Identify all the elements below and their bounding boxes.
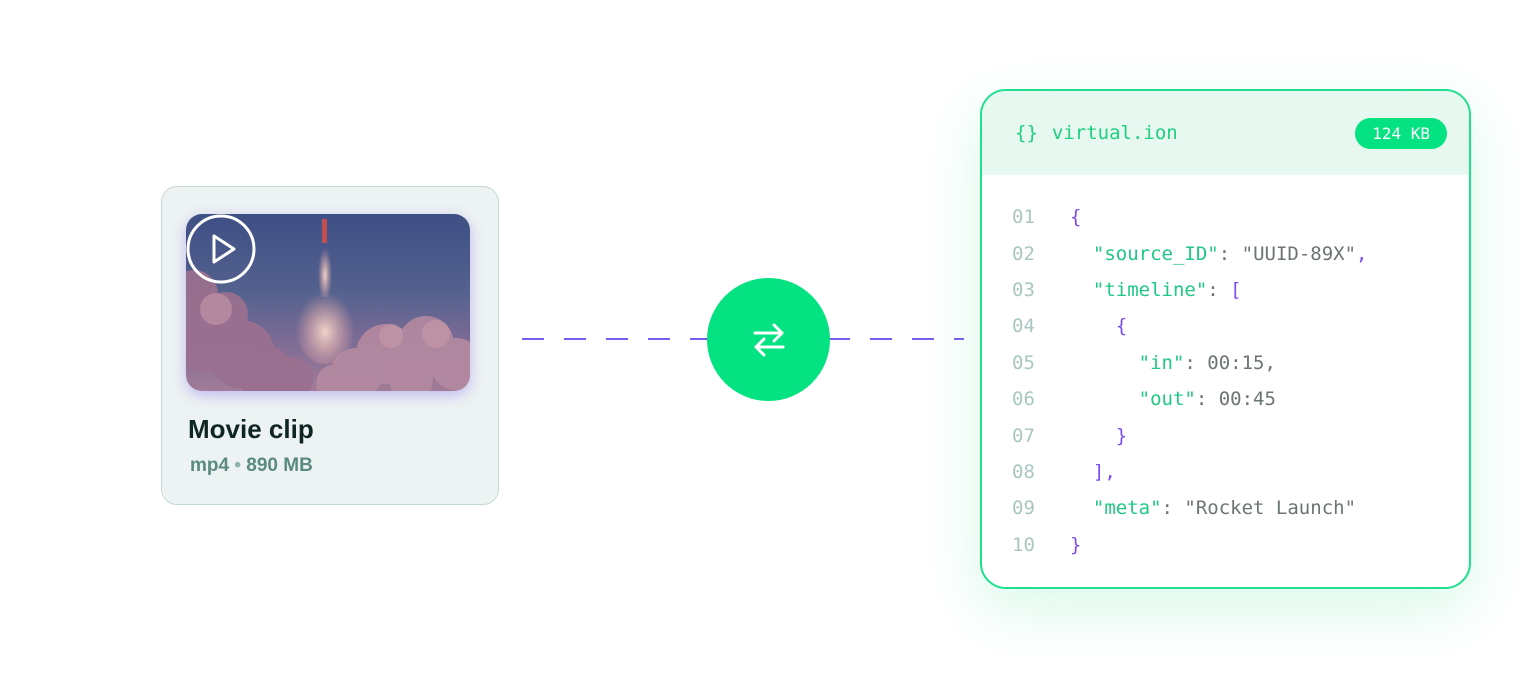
code-line: 03 "timeline": [ (982, 272, 1469, 308)
rocket-launch-image (186, 219, 470, 391)
line-number: 06 (1012, 388, 1035, 411)
json-punctuation: , (1104, 460, 1116, 483)
json-value: 00:45 (1218, 388, 1276, 411)
json-value: , (1264, 351, 1276, 374)
line-number: 02 (1012, 242, 1035, 265)
json-key: "timeline" (1092, 278, 1208, 301)
indent (1070, 461, 1093, 483)
line-number: 01 (1012, 206, 1035, 229)
media-title: Movie clip (188, 414, 314, 444)
indent (1070, 279, 1093, 301)
json-value: 00:15 (1207, 351, 1265, 374)
meta-separator: • (234, 455, 242, 476)
indent (1070, 352, 1139, 374)
code-braces-icon: {} (1015, 122, 1038, 144)
json-value: : (1195, 388, 1219, 411)
code-view: 01{02 "source_ID": "UUID-89X",03 "timeli… (982, 175, 1469, 563)
code-line: 01 { (982, 199, 1469, 235)
line-number: 08 (1012, 460, 1035, 483)
media-size: 890 MB (246, 455, 313, 476)
json-punctuation: { (1070, 206, 1082, 229)
code-line: 08 ], (982, 454, 1469, 490)
media-card[interactable]: Movie clip mp4 • 890 MB (161, 186, 499, 505)
line-number: 07 (1012, 424, 1035, 447)
file-size-badge: 124 KB (1355, 117, 1447, 149)
code-line: 06 "out": 00:45 (982, 381, 1469, 417)
code-line: 04 { (982, 308, 1469, 344)
media-meta: mp4 • 890 MB (190, 455, 313, 477)
line-number: 04 (1012, 315, 1035, 338)
dashed-connector-right (828, 338, 964, 340)
indent (1070, 388, 1139, 410)
swap-arrows-icon (753, 323, 784, 356)
media-format: mp4 (190, 455, 230, 476)
json-punctuation: [ (1230, 278, 1242, 301)
video-thumbnail[interactable] (186, 214, 470, 391)
json-punctuation: ] (1092, 460, 1105, 483)
json-value: : (1207, 278, 1231, 301)
convert-button[interactable] (707, 278, 830, 401)
indent (1070, 425, 1116, 447)
code-line: 10} (982, 527, 1469, 563)
json-key: "in" (1138, 351, 1185, 374)
json-punctuation: , (1356, 242, 1368, 265)
indent (1070, 497, 1093, 519)
play-circle-icon[interactable] (186, 214, 256, 284)
json-key: "source_ID" (1092, 242, 1219, 265)
file-name: virtual.ion (1051, 122, 1178, 144)
line-number: 05 (1012, 351, 1035, 374)
json-value: "Rocket Launch" (1184, 497, 1357, 520)
line-number: 10 (1012, 533, 1035, 556)
json-punctuation: } (1070, 533, 1082, 556)
code-line: 02 "source_ID": "UUID-89X", (982, 235, 1469, 271)
json-value: : (1218, 242, 1242, 265)
indent (1070, 243, 1093, 265)
json-value: : (1161, 497, 1185, 520)
json-value: "UUID-89X" (1241, 242, 1357, 265)
file-header: {} virtual.ion 124 KB (982, 91, 1469, 175)
indent (1070, 315, 1116, 337)
ion-file-panel: {} virtual.ion 124 KB 01 {02 "source_ID": … (980, 89, 1471, 589)
dashed-connector-left (522, 338, 712, 340)
file-title: {} virtual.ion (1015, 122, 1178, 144)
code-line: 07 } (982, 417, 1469, 453)
json-key: "out" (1138, 388, 1196, 411)
json-punctuation: { (1115, 315, 1128, 338)
code-line: 05 "in": 00:15, (982, 345, 1469, 381)
json-key: "meta" (1092, 497, 1162, 520)
line-number: 09 (1012, 497, 1035, 520)
json-punctuation: } (1115, 424, 1128, 447)
line-number: 03 (1012, 278, 1035, 301)
json-value: : (1184, 351, 1208, 374)
code-line: 09 "meta": "Rocket Launch" (982, 490, 1469, 526)
